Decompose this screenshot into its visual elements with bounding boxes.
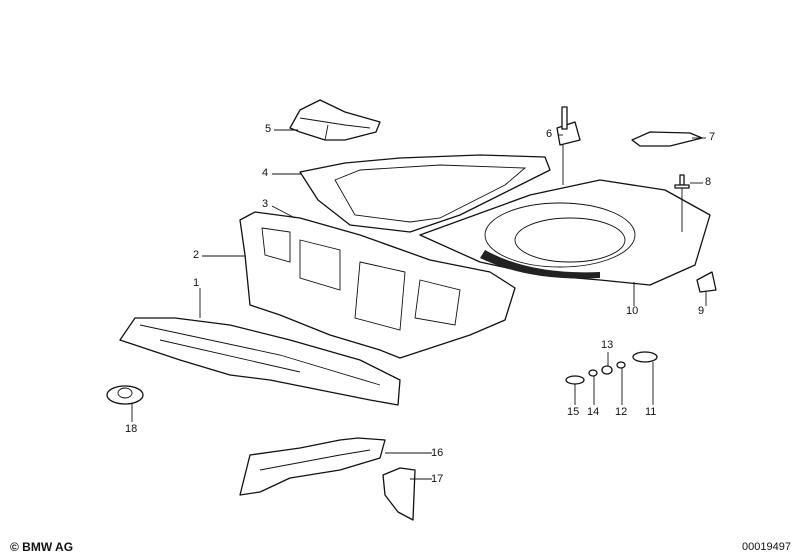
- part-7-cover: [631, 131, 703, 147]
- callout-7: 7: [709, 131, 716, 143]
- part-5-bracket: [289, 99, 381, 141]
- part-2-rear-panel: [239, 211, 516, 359]
- callout-4: 4: [262, 167, 269, 179]
- callout-8: 8: [705, 176, 712, 188]
- part-8-bolt: [674, 174, 690, 189]
- callout-13: 13: [601, 339, 614, 351]
- part-14-plug: [588, 369, 598, 377]
- callout-1: 1: [193, 277, 200, 289]
- part-13-nut: [601, 365, 613, 375]
- callout-3: 3: [262, 198, 269, 210]
- part-15-grommet: [565, 375, 585, 385]
- callout-14: 14: [587, 406, 600, 418]
- callout-2: 2: [193, 249, 200, 261]
- part-11-cap: [632, 351, 658, 363]
- part-10-trunk-floor: [419, 179, 711, 286]
- part-4-trunk-frame: [299, 154, 551, 233]
- part-6-holder: [556, 106, 581, 146]
- image-number: 00019497: [742, 541, 791, 553]
- callout-17: 17: [431, 473, 444, 485]
- leader-lines: [131, 129, 707, 480]
- callout-16: 16: [431, 447, 444, 459]
- copyright-label: © BMW AG: [10, 540, 74, 554]
- part-9-bracket: [696, 271, 717, 293]
- callout-9: 9: [698, 305, 705, 317]
- callout-10: 10: [626, 305, 639, 317]
- callout-5: 5: [265, 123, 272, 135]
- part-18-clip: [106, 385, 144, 405]
- callout-18: 18: [125, 423, 138, 435]
- part-1-crossmember: [119, 317, 401, 406]
- callout-6: 6: [546, 128, 553, 140]
- part-12-plug: [616, 361, 626, 369]
- part-17-plate: [382, 467, 416, 521]
- callout-11: 11: [645, 406, 657, 418]
- callout-12: 12: [615, 406, 628, 418]
- callout-15: 15: [567, 406, 580, 418]
- part-16-member: [239, 437, 386, 496]
